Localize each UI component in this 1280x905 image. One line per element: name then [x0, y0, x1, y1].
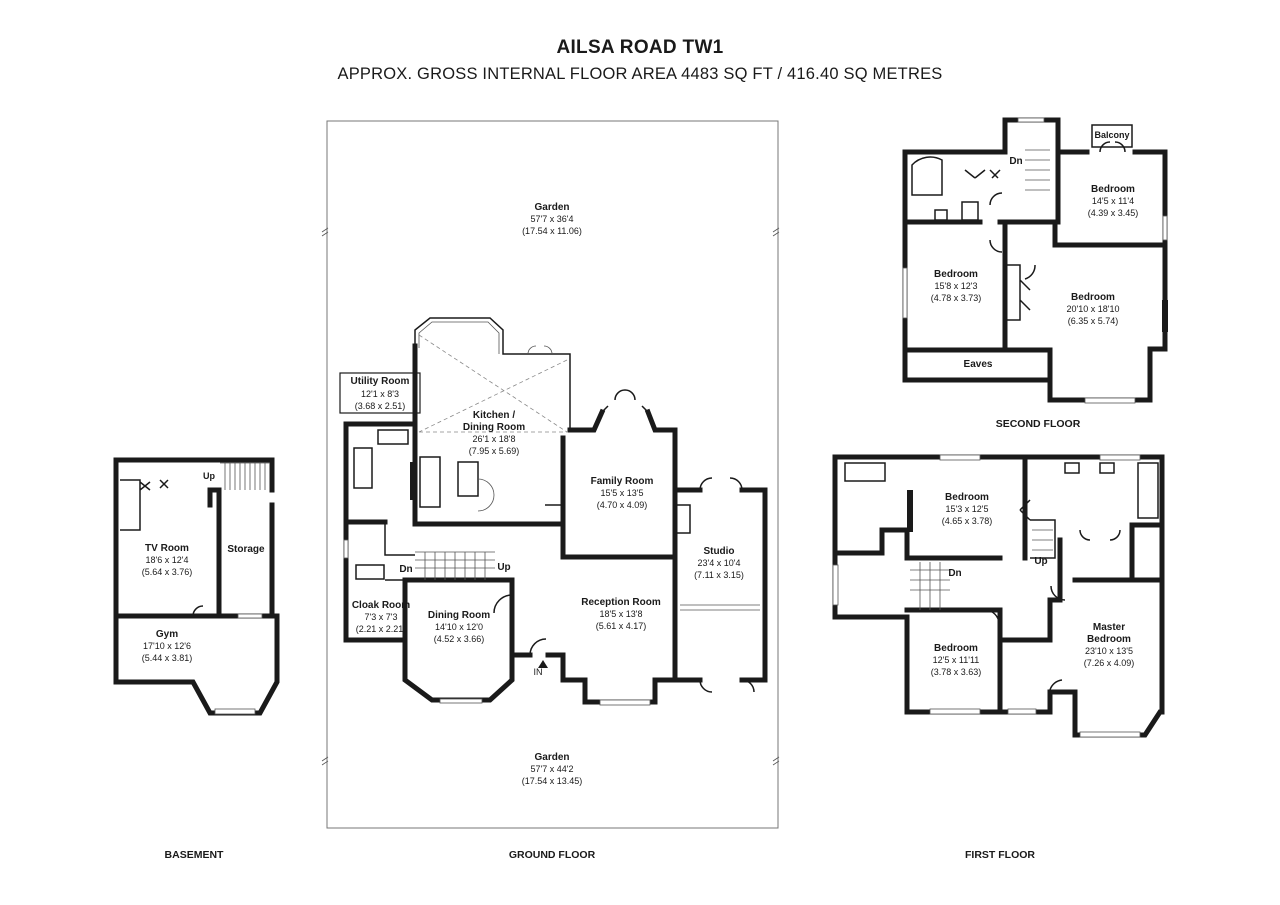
sf-bedroom2-metric: (4.78 x 3.73)	[931, 293, 982, 303]
family-room-metric: (4.70 x 4.09)	[597, 500, 648, 510]
ff-bedroom2-imperial: 12'5 x 11'11	[933, 655, 980, 665]
sf-bedroom1-name: Bedroom	[1091, 184, 1135, 195]
sf-bedroom3-metric: (6.35 x 5.74)	[1068, 316, 1119, 326]
basement-up-mark: Up	[203, 471, 215, 481]
ff-bedroom1-metric: (4.65 x 3.78)	[942, 516, 993, 526]
second-floor-plan	[902, 117, 1168, 404]
cloak-room-name: Cloak Room	[352, 600, 410, 611]
utility-label-box	[339, 372, 421, 414]
master-bedroom-imperial: 23'10 x 13'5	[1085, 646, 1133, 656]
garden-bottom-metric: (17.54 x 13.45)	[522, 776, 583, 786]
garden-top-imperial: 57'7 x 36'4	[531, 214, 574, 224]
reception-room-name: Reception Room	[581, 597, 661, 608]
first-up-mark: Up	[1034, 556, 1047, 567]
ground-floor-caption: GROUND FLOOR	[509, 849, 596, 861]
sf-bedroom2-name: Bedroom	[934, 269, 978, 280]
ground-up-mark: Up	[497, 562, 510, 573]
sf-bedroom1-imperial: 14'5 x 11'4	[1092, 196, 1134, 206]
cloak-room-imperial: 7'3 x 7'3	[365, 612, 398, 622]
first-dn-mark: Dn	[948, 568, 961, 579]
dining-room-name: Dining Room	[428, 610, 490, 621]
utility-room-metric: (3.68 x 2.51)	[355, 401, 406, 411]
ff-bedroom2-name: Bedroom	[934, 643, 978, 654]
eaves-name: Eaves	[964, 359, 993, 370]
gym-metric: (5.44 x 3.81)	[142, 653, 193, 663]
entrance-in-mark: IN	[534, 667, 543, 677]
ff-bedroom1-imperial: 15'3 x 12'5	[946, 504, 989, 514]
kitchen-metric: (7.95 x 5.69)	[469, 446, 520, 456]
second-floor-caption: SECOND FLOOR	[996, 418, 1081, 430]
tv-room-imperial: 18'6 x 12'4	[146, 555, 189, 565]
family-room-imperial: 15'5 x 13'5	[601, 488, 644, 498]
garden-bottom-name: Garden	[534, 752, 569, 763]
garden-boundary	[326, 120, 779, 829]
garden-top-metric: (17.54 x 11.06)	[522, 226, 582, 236]
master-bedroom-name-line2: Bedroom	[1087, 634, 1131, 645]
studio-imperial: 23'4 x 10'4	[698, 558, 741, 568]
sf-bedroom3-name: Bedroom	[1071, 292, 1115, 303]
reception-room-imperial: 18'5 x 13'8	[600, 609, 643, 619]
tv-room-metric: (5.64 x 3.76)	[142, 567, 193, 577]
sf-bedroom2-imperial: 15'8 x 12'3	[935, 281, 978, 291]
garden-top-name: Garden	[534, 202, 569, 213]
kitchen-bay-outline	[414, 317, 571, 432]
floor-area-subtitle: APPROX. GROSS INTERNAL FLOOR AREA 4483 S…	[337, 65, 943, 83]
first-floor-caption: FIRST FLOOR	[965, 849, 1035, 861]
ff-bedroom2-metric: (3.78 x 3.63)	[931, 667, 982, 677]
first-floor-plan	[832, 454, 1165, 738]
second-dn-mark: Dn	[1009, 156, 1022, 167]
basement-plan	[113, 457, 280, 716]
dining-room-imperial: 14'10 x 12'0	[435, 622, 483, 632]
cloak-room-metric: (2.21 x 2.21)	[356, 624, 407, 634]
kitchen-imperial: 26'1 x 18'8	[473, 434, 516, 444]
master-bedroom-name-line1: Master	[1093, 622, 1125, 633]
dining-room-metric: (4.52 x 3.66)	[434, 634, 485, 644]
tv-room-name: TV Room	[145, 543, 189, 554]
balcony-name: Balcony	[1094, 130, 1129, 140]
ground-dn-mark: Dn	[399, 564, 412, 575]
sf-bedroom1-metric: (4.39 x 3.45)	[1088, 208, 1139, 218]
sf-bedroom3-imperial: 20'10 x 18'10	[1067, 304, 1120, 314]
basement-caption: BASEMENT	[165, 849, 225, 861]
master-bedroom-metric: (7.26 x 4.09)	[1084, 658, 1135, 668]
ff-bedroom1-name: Bedroom	[945, 492, 989, 503]
ground-floor-plan	[321, 120, 780, 829]
utility-room-imperial: 12'1 x 8'3	[361, 389, 399, 399]
gym-name: Gym	[156, 629, 178, 640]
utility-room-name: Utility Room	[351, 376, 410, 387]
storage-name: Storage	[227, 544, 265, 555]
gym-imperial: 17'10 x 12'6	[143, 641, 191, 651]
garden-bottom-imperial: 57'7 x 44'2	[531, 764, 574, 774]
reception-room-metric: (5.61 x 4.17)	[596, 621, 647, 631]
plan-title: AILSA ROAD TW1	[556, 37, 724, 58]
kitchen-name-line1: Kitchen /	[473, 410, 515, 421]
studio-metric: (7.11 x 3.15)	[694, 570, 744, 580]
family-room-name: Family Room	[591, 476, 654, 487]
kitchen-name-line2: Dining Room	[463, 422, 525, 433]
studio-name: Studio	[703, 546, 734, 557]
